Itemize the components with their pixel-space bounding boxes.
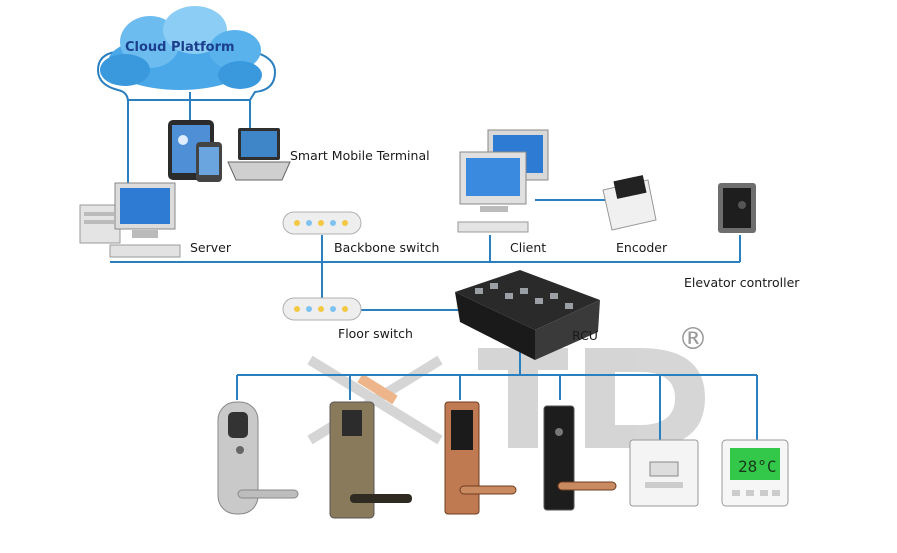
xid-watermark xyxy=(307,348,705,448)
thermostat-icon: 28°C xyxy=(721,439,789,507)
switch-icon xyxy=(282,297,362,321)
connection-lines xyxy=(96,49,758,440)
phone-icon xyxy=(196,142,222,182)
door-lock-icon xyxy=(217,401,299,515)
client-label: Client xyxy=(510,240,547,255)
server-label: Server xyxy=(190,240,231,255)
smart-mobile-terminal-label: Smart Mobile Terminal xyxy=(290,148,430,163)
rcu-box-icon xyxy=(455,270,600,360)
rcu-label: RCU xyxy=(572,328,598,343)
client-computer-icon xyxy=(457,129,549,233)
door-lock-icon xyxy=(329,401,412,519)
cloud-icon xyxy=(100,6,262,90)
registered-mark: ® xyxy=(678,322,708,357)
energy-saving-switch-icon xyxy=(629,439,699,507)
elevator-controller-icon xyxy=(718,183,756,233)
thermostat-readout: 28°C xyxy=(738,457,777,476)
switch-icon xyxy=(282,211,362,235)
backbone-switch-label: Backbone switch xyxy=(334,240,440,255)
cloud-platform-label: Cloud Platform xyxy=(125,40,235,55)
elevator-controller-label: Elevator controller xyxy=(684,275,800,290)
laptop-icon xyxy=(227,128,291,181)
server-computer-icon xyxy=(79,182,181,258)
door-lock-icon xyxy=(543,405,617,511)
door-lock-icon xyxy=(444,401,517,515)
floor-switch-label: Floor switch xyxy=(338,326,413,341)
encoder-icon xyxy=(602,175,657,231)
encoder-label: Encoder xyxy=(616,240,668,255)
